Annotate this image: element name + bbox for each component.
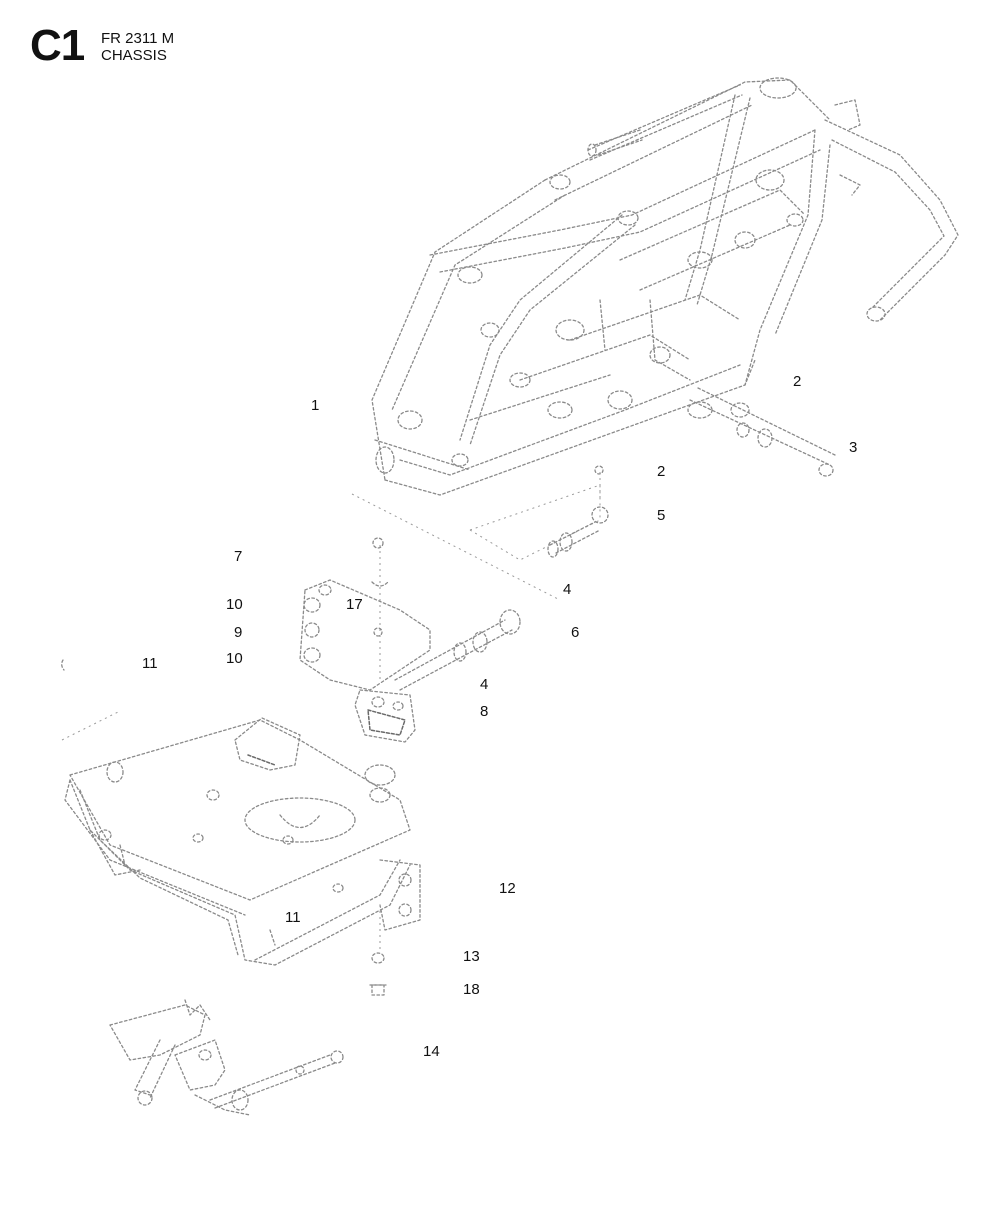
callout-8: 8 (480, 703, 489, 720)
callout-14: 14 (423, 1043, 440, 1060)
fasteners-drawing (369, 905, 387, 996)
subframe-drawing (61, 659, 421, 966)
hitch-bracket-drawing (299, 465, 609, 743)
callout-4: 4 (480, 676, 489, 693)
callout-1: 1 (311, 397, 320, 414)
callout-13: 13 (463, 948, 480, 965)
callout-10: 10 (226, 650, 243, 667)
callout-5: 5 (657, 507, 666, 524)
section-code: C1 (30, 21, 85, 70)
callout-10: 10 (226, 596, 243, 613)
callout-11: 11 (142, 655, 158, 672)
callout-11: 11 (285, 909, 301, 926)
callout-2: 2 (657, 463, 666, 480)
callout-2: 2 (793, 373, 802, 390)
callout-18: 18 (463, 981, 480, 998)
main-frame-drawing (371, 77, 959, 496)
section-title: CHASSIS (101, 47, 167, 64)
callout-4: 4 (563, 581, 572, 598)
callout-7: 7 (234, 548, 243, 565)
callout-3: 3 (849, 439, 858, 456)
callout-6: 6 (571, 624, 580, 641)
callout-9: 9 (234, 624, 243, 641)
pedal-linkage-drawing (109, 999, 344, 1116)
callout-17: 17 (346, 596, 363, 613)
model-number: FR 2311 M (101, 30, 175, 47)
callout-12: 12 (499, 880, 516, 897)
